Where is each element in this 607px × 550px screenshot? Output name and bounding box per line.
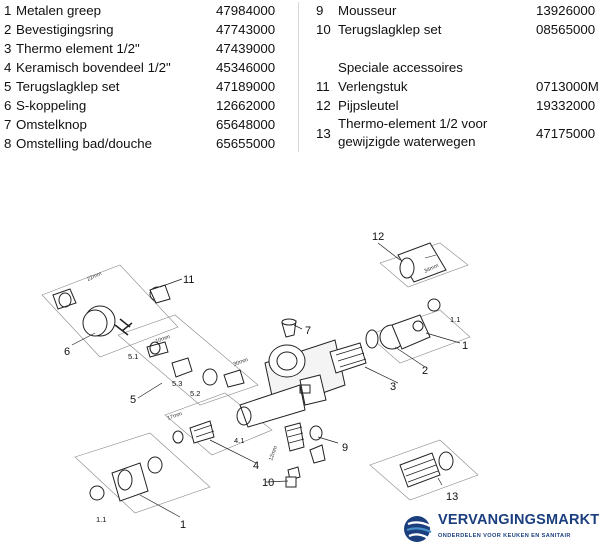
part-number: 5 (4, 79, 12, 94)
callout-12: 12 (372, 231, 384, 243)
callout-1: 1 (462, 340, 468, 352)
part-number: 7 (4, 117, 12, 132)
part-number: 11 (316, 79, 330, 94)
part-name: Metalen greep (16, 3, 102, 18)
part-code: 19332000 (536, 98, 596, 113)
sub-label-4-1: 4.1 (234, 436, 244, 445)
part-number: 2 (4, 22, 12, 37)
part-name: S-koppeling (16, 98, 87, 113)
part-name: Omstelling bad/douche (16, 136, 153, 151)
column-divider (298, 2, 299, 152)
callout-2: 2 (422, 365, 428, 377)
guide-box-5 (117, 314, 259, 406)
aerator-part-9 (284, 422, 326, 488)
guide-box-13 (369, 439, 479, 501)
part-code: 47439000 (216, 41, 276, 56)
part-name: Thermo element 1/2" (16, 41, 140, 56)
part-number: 6 (4, 98, 12, 113)
part-code: 47175000 (536, 126, 596, 141)
part-code: 65655000 (216, 136, 276, 151)
part-number: 1 (4, 3, 12, 18)
exploded-diagram: 11 6 7 5 3 2 1 4 9 10 12 13 1 5.1 5.3 5.… (41, 231, 479, 531)
dim-12mm: 12mm (268, 445, 279, 462)
check-valve-part-5 (146, 341, 245, 388)
part-number: 3 (4, 41, 12, 56)
mixer-body (236, 339, 346, 428)
thermo-element-part-3 (329, 329, 379, 374)
logo-brand-name: VERVANGINGSMARKT (438, 512, 600, 528)
part-code: 45346000 (216, 60, 276, 75)
part-code: 08565000 (536, 22, 596, 37)
callout-6: 6 (64, 346, 70, 358)
brand-logo: VERVANGINGSMARKT ONDERDELEN VOOR KEUKEN … (400, 510, 607, 550)
sub-label-5-2: 5.2 (190, 389, 200, 398)
part-number: 8 (4, 136, 12, 151)
part-code: 47189000 (216, 79, 276, 94)
part-code: 47743000 (216, 22, 276, 37)
grip-part-1-left (89, 456, 163, 502)
leader-lines (71, 242, 461, 518)
part-name: Mousseur (338, 3, 397, 18)
dim-30mm: 30mm (233, 357, 250, 368)
callout-7: 7 (305, 325, 311, 337)
guide-box-6 (41, 264, 179, 358)
part-code: 12662000 (216, 98, 276, 113)
part-code: 13926000 (536, 3, 596, 18)
callout-9: 9 (342, 442, 348, 454)
logo-tagline: ONDERDELEN VOOR KEUKEN EN SANITAIR (438, 533, 571, 539)
dim-10mm: 10mm (155, 334, 172, 345)
extension-part-11 (149, 284, 171, 304)
callout-1-lower: 1 (180, 519, 186, 531)
dim-22mm: 22mm (86, 271, 103, 283)
part-number: 10 (316, 22, 331, 37)
part-code: 65648000 (216, 117, 276, 132)
callout-5: 5 (130, 394, 136, 406)
callout-3: 3 (390, 381, 396, 393)
part-number: 4 (4, 60, 12, 75)
part-name: Keramisch bovendeel 1/2" (16, 60, 171, 75)
callout-4: 4 (253, 460, 259, 472)
part-number: 12 (316, 98, 331, 113)
sub-label-5-3: 5.3 (172, 379, 182, 388)
diverter-knob-part (281, 318, 297, 338)
accessories-title: Speciale accessoires (338, 60, 463, 75)
sub-label-1-1-right: 1.1 (450, 315, 460, 324)
callout-10: 10 (262, 477, 274, 489)
sub-label-1-1-left: 1.1 (96, 515, 106, 524)
part-name: Pijpsleutel (338, 98, 399, 113)
part-code: 47984000 (216, 3, 276, 18)
handle-part-6 (52, 288, 133, 337)
guide-box-1a (74, 432, 211, 514)
dim-17mm: 17mm (167, 411, 184, 422)
part-number: 13 (316, 126, 331, 141)
part-name: Verlengstuk (338, 79, 408, 94)
logo-icon (404, 516, 432, 542)
callout-11: 11 (183, 274, 194, 286)
grip-part-1-right (379, 298, 441, 350)
part-name-line: gewijzigde waterwegen (338, 134, 476, 149)
part-name: Omstelknop (16, 117, 87, 132)
pipe-wrench-part-12 (397, 242, 447, 283)
part-name: Bevestigingsring (16, 22, 114, 37)
ceramic-cartridge-part-4 (172, 420, 215, 444)
thermo-element-part-13 (399, 451, 454, 488)
part-code: 0713000M (536, 79, 599, 94)
part-name: Terugslagklep set (338, 22, 442, 37)
callout-13: 13 (446, 491, 458, 503)
sub-label-5-1: 5.1 (128, 352, 138, 361)
parts-list: 1 Metalen greep 47984000 2 Bevestigingsr… (0, 0, 607, 160)
part-name: Terugslagklep set (16, 79, 120, 94)
part-number: 9 (316, 3, 324, 18)
part-name-line: Thermo-element 1/2 voor (338, 116, 488, 131)
